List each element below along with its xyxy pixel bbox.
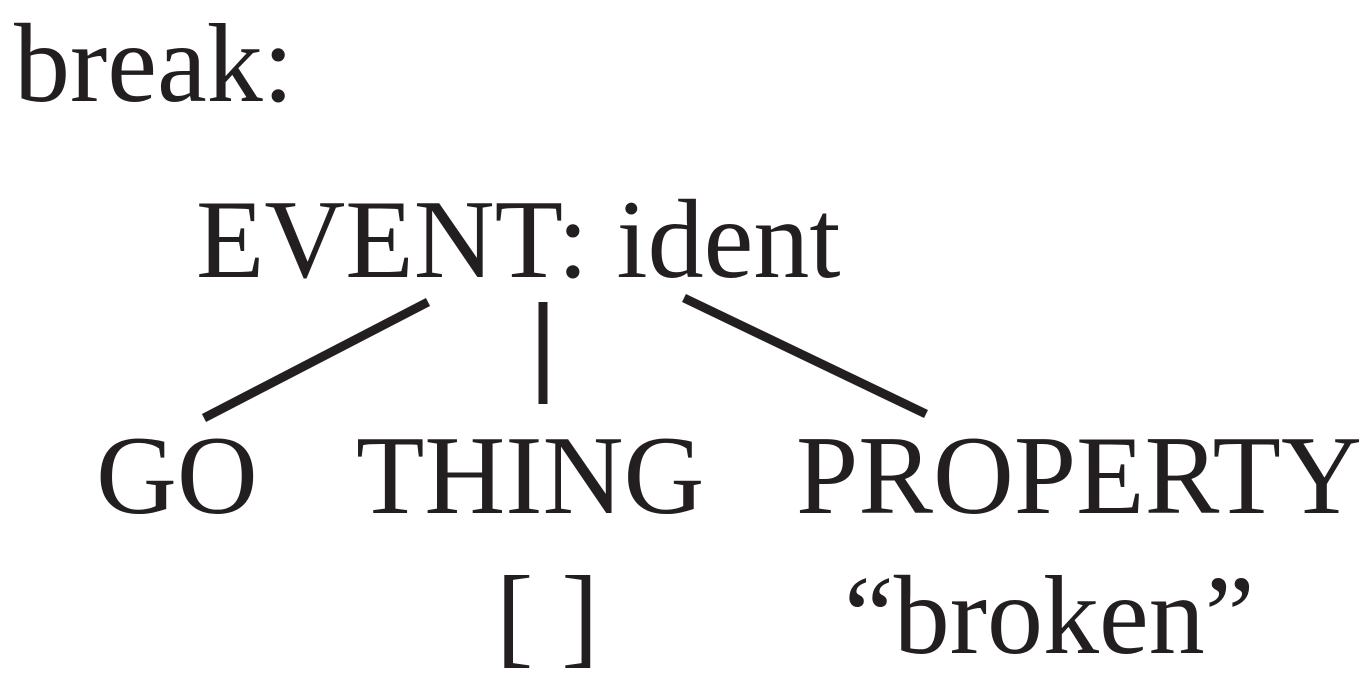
tree-root-node: EVENT: ident	[196, 178, 841, 302]
diagram-heading: break:	[14, 2, 294, 126]
tree-node-thing: THING	[356, 414, 705, 538]
tree-node-go: GO	[96, 414, 258, 538]
tree-node-property: PROPERTY	[796, 414, 1362, 538]
thing-value-empty-brackets: [ ]	[496, 554, 599, 678]
edge-root-to-property	[682, 293, 928, 419]
property-value-broken: “broken”	[844, 554, 1255, 678]
edge-root-to-go	[201, 298, 431, 422]
